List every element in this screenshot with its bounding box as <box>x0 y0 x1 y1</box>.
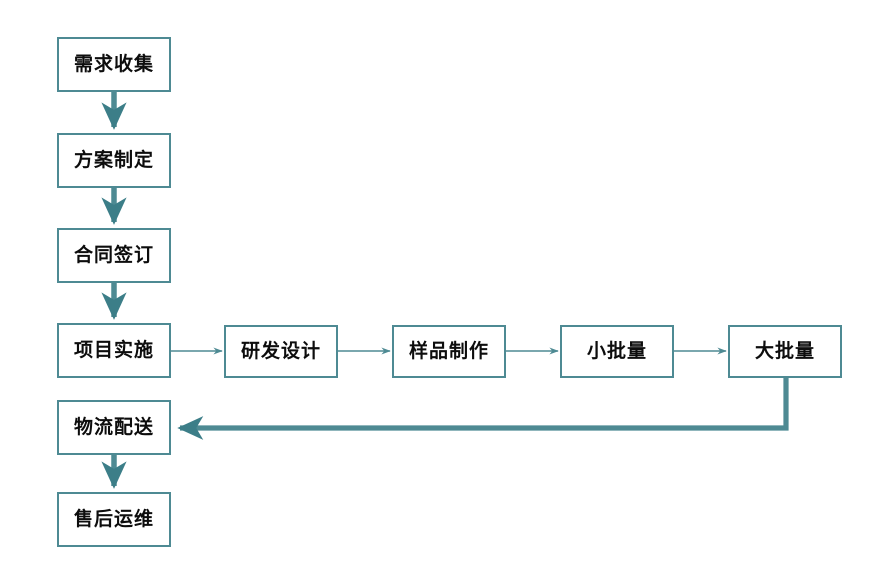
node-execute[interactable]: 项目实施 <box>57 323 171 378</box>
node-label-aftersales: 售后运维 <box>73 508 154 530</box>
node-label-logistics: 物流配送 <box>73 416 154 438</box>
node-label-sample: 样品制作 <box>408 340 489 362</box>
node-contract[interactable]: 合同签订 <box>57 228 171 283</box>
node-label-plan: 方案制定 <box>73 149 154 171</box>
node-label-rnd: 研发设计 <box>240 340 321 362</box>
node-plan[interactable]: 方案制定 <box>57 133 171 188</box>
edge-masslot-to-logistics <box>177 378 789 440</box>
node-smalllot[interactable]: 小批量 <box>560 325 674 378</box>
node-label-smalllot: 小批量 <box>586 340 647 362</box>
node-aftersales[interactable]: 售后运维 <box>57 492 171 547</box>
node-label-masslot: 大批量 <box>754 340 815 362</box>
node-logistics[interactable]: 物流配送 <box>57 400 171 455</box>
node-label-execute: 项目实施 <box>73 339 154 361</box>
node-rnd[interactable]: 研发设计 <box>224 325 338 378</box>
node-label-contract: 合同签订 <box>73 244 154 266</box>
node-sample[interactable]: 样品制作 <box>392 325 506 378</box>
node-masslot[interactable]: 大批量 <box>728 325 842 378</box>
node-demand[interactable]: 需求收集 <box>57 37 171 92</box>
node-label-demand: 需求收集 <box>73 53 154 75</box>
